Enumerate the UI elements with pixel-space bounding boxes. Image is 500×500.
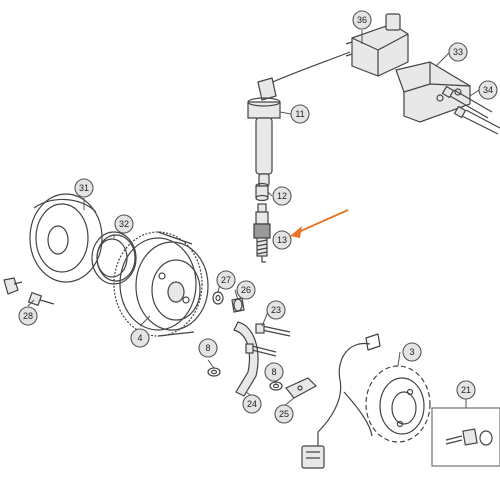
callout-13: 13: [272, 230, 292, 250]
flywheel-rotor: [113, 231, 209, 337]
svg-text:13: 13: [277, 235, 287, 245]
svg-text:11: 11: [295, 109, 304, 119]
callout-32: 32: [114, 214, 134, 234]
ignition-coil: [267, 13, 409, 85]
svg-text:8: 8: [205, 343, 210, 353]
highlight-arrow: [290, 209, 349, 238]
svg-text:12: 12: [277, 191, 287, 201]
stator: [365, 365, 431, 443]
callout-31: 31: [74, 178, 94, 198]
callout-24: 24: [242, 394, 262, 414]
svg-text:24: 24: [247, 399, 257, 409]
svg-text:8: 8: [271, 367, 276, 377]
leader-lines: [27, 30, 480, 408]
svg-text:33: 33: [453, 47, 463, 57]
stator-cable: [301, 333, 381, 469]
callout-4: 4: [130, 328, 150, 348]
callout-8b: 8: [264, 362, 284, 382]
coil-bracket: [395, 61, 471, 123]
callout-27: 27: [216, 270, 236, 290]
svg-text:26: 26: [241, 285, 251, 295]
svg-text:4: 4: [137, 333, 142, 343]
spark-plug: [253, 203, 271, 263]
callout-36: 36: [352, 10, 372, 30]
cable-guide-rail: [233, 321, 259, 397]
cable-clamp: [285, 377, 317, 399]
callout-25: 25: [274, 404, 294, 424]
callout-21: 21: [456, 380, 476, 400]
rotor-cover-plate: [29, 193, 103, 283]
svg-text:31: 31: [79, 183, 89, 193]
callout-8a: 8: [198, 338, 218, 358]
callout-33: 33: [448, 42, 468, 62]
hex-bolt-28: [27, 291, 55, 307]
callout-12: 12: [272, 186, 292, 206]
rotor-nut: [231, 297, 245, 313]
svg-text:25: 25: [279, 409, 289, 419]
svg-text:23: 23: [271, 305, 281, 315]
svg-text:21: 21: [461, 385, 471, 395]
callout-34: 34: [478, 80, 498, 100]
svg-text:3: 3: [409, 347, 414, 357]
svg-text:36: 36: [357, 15, 367, 25]
washer-8a: [207, 367, 221, 377]
bolt-23: [255, 323, 291, 337]
bolt-8a: [245, 343, 277, 357]
svg-text:32: 32: [119, 219, 129, 229]
svg-text:27: 27: [221, 275, 231, 285]
bracket-bolts: [441, 85, 500, 135]
svg-text:34: 34: [483, 85, 493, 95]
callout-23: 23: [266, 300, 286, 320]
callout-28: 28: [18, 306, 38, 326]
callout-26: 26: [236, 280, 256, 300]
rotor-washer: [212, 291, 224, 305]
svg-text:28: 28: [23, 311, 33, 321]
spark-plug-terminal-nut: [255, 182, 269, 202]
spark-plug-cap: [247, 77, 281, 187]
bolt-set-box: [431, 407, 500, 467]
callout-3: 3: [402, 342, 422, 362]
callout-11: 11: [290, 104, 310, 124]
small-clip: [3, 277, 23, 295]
